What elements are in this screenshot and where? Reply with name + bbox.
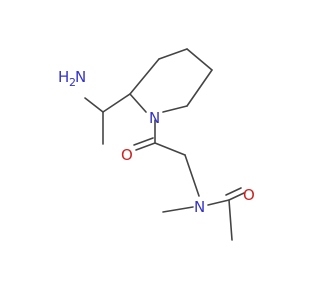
amine-subscript: 2 [69,76,76,89]
acetyl-oxygen-label: O [243,186,255,204]
acetyl-bond [207,199,230,206]
amine-label: H 2 N [58,68,86,89]
side-chain-bond [102,93,131,113]
acetyl-double-bond [228,192,245,201]
molecule-canvas: H 2 N N O N O [58,48,255,241]
ring-bond [129,58,160,95]
chain-bond [184,154,200,197]
acetyl-double-bond [225,187,242,196]
molecule-structure: H 2 N N O N O [58,48,255,241]
acetyl-methyl-bond [228,199,233,241]
ring-bond [186,48,213,71]
ring-bond [162,105,188,113]
chain-bond [154,142,186,156]
amine-n-label: N [75,68,86,86]
amide-nitrogen-label: N [194,198,205,216]
ring-bond [186,69,213,107]
ring-bond [129,93,147,113]
ketone-oxygen-label: O [121,146,133,164]
n-methyl-bond [162,206,194,213]
ring-bond [158,48,188,60]
ring-nitrogen-label: N [149,109,160,127]
ketone-double-bond [135,142,156,151]
ketone-double-bond [133,137,154,146]
amine-h-label: H [58,68,69,86]
side-chain-bond [84,97,104,113]
